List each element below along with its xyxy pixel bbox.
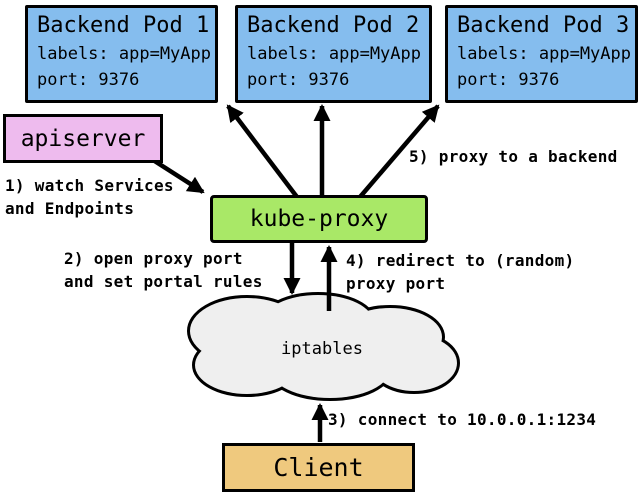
annotation-step5-proxy-to-backend: 5) proxy to a backend	[409, 147, 618, 166]
backend-pod-3-title: Backend Pod 3	[457, 13, 630, 38]
apiserver-box: apiserver	[3, 114, 163, 163]
iptables-cloud	[187, 292, 460, 401]
client-box: Client	[222, 443, 415, 492]
backend-pod-3-port: port: 9376	[457, 70, 560, 90]
backend-pod-3-box: Backend Pod 3 labels: app=MyApp port: 93…	[445, 5, 638, 103]
iptables-label: iptables	[281, 339, 363, 359]
backend-pod-3-labels: labels: app=MyApp	[457, 44, 631, 64]
annotation-step4-redirect: 4) redirect to (random) proxy port	[346, 251, 575, 293]
backend-pod-2-port: port: 9376	[247, 70, 350, 90]
arrow-apiserver-to-kubeproxy	[151, 158, 205, 194]
annotation-step2-open-proxy-port: 2) open proxy port and set portal rules	[64, 249, 263, 291]
backend-pod-2-title: Backend Pod 2	[247, 13, 420, 38]
backend-pod-2-labels: labels: app=MyApp	[247, 44, 421, 64]
backend-pod-2-box: Backend Pod 2 labels: app=MyApp port: 93…	[235, 5, 432, 103]
kube-proxy-label: kube-proxy	[249, 206, 389, 232]
client-label: Client	[273, 453, 364, 482]
backend-pod-1-labels: labels: app=MyApp	[37, 44, 211, 64]
annotation-step1-watch-services: 1) watch Services and Endpoints	[5, 176, 174, 218]
arrow-kubeproxy-to-pod1	[226, 104, 299, 199]
backend-pod-1-port: port: 9376	[37, 70, 140, 90]
backend-pod-1-title: Backend Pod 1	[37, 13, 210, 38]
backend-pod-1-box: Backend Pod 1 labels: app=MyApp port: 93…	[25, 5, 218, 103]
annotation-step3-connect: 3) connect to 10.0.0.1:1234	[328, 410, 597, 429]
kube-proxy-box: kube-proxy	[210, 195, 428, 243]
arrow-kubeproxy-to-pod3	[358, 104, 440, 199]
apiserver-label: apiserver	[20, 125, 146, 152]
